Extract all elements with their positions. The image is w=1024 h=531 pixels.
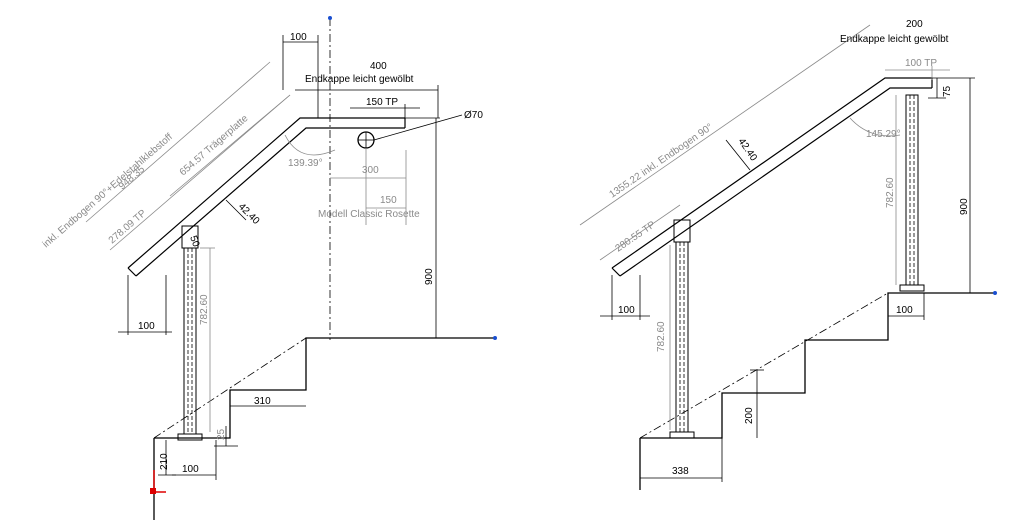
right-dim-100tp: 100 TP <box>905 58 937 69</box>
left-dim-210: 210 <box>159 453 170 470</box>
left-endcap-label: Endkappe leicht gewölbt <box>305 74 414 85</box>
right-dim-75: 75 <box>942 85 953 97</box>
left-plate-length: 654.57 Trägerplatte <box>178 113 251 178</box>
right-handrail <box>611 77 933 277</box>
left-dim-150tp: 150 TP <box>366 97 398 108</box>
right-dim-200-step: 200 <box>744 407 755 424</box>
left-drawing: 100 400 Endkappe leicht gewölbt 150 TP Ø… <box>41 16 497 520</box>
right-angle: 145.29° <box>866 129 901 140</box>
left-handrail <box>127 117 406 277</box>
right-drawing: 200 Endkappe leicht gewölbt 100 TP 75 13… <box>579 19 997 490</box>
right-dim-338: 338 <box>672 466 689 477</box>
left-dim-100-bottom: 100 <box>182 464 199 475</box>
right-endcap-label: Endkappe leicht gewölbt <box>840 34 949 45</box>
left-dim-400: 400 <box>370 61 387 72</box>
left-dim-310: 310 <box>254 396 271 407</box>
right-dim-100-floor: 100 <box>896 305 913 316</box>
right-tp-280: 280.55 TP <box>613 219 657 254</box>
right-dim-200: 200 <box>906 19 923 30</box>
left-tp-278: 278.09 TP <box>107 208 149 247</box>
left-origin-marker <box>150 470 166 494</box>
right-total-length: 1355.22 inkl. Endbogen 90° <box>607 122 715 201</box>
left-dim-100-top: 100 <box>290 32 307 43</box>
left-post <box>177 225 203 441</box>
left-dim-300: 300 <box>362 165 379 176</box>
left-dimension-lines <box>85 35 440 480</box>
right-dimension-lines <box>579 24 975 482</box>
left-centerline-point <box>328 16 332 20</box>
left-dim-diameter-70: Ø70 <box>464 110 483 121</box>
left-total-description: inkl. Endbogen 90°+Edelstahlklebstoff <box>41 132 175 251</box>
right-upper-post <box>899 94 925 292</box>
left-dim-900: 900 <box>424 268 435 285</box>
right-lower-post <box>669 219 695 439</box>
left-dim-25: 25 <box>216 428 227 440</box>
left-dim-782-60: 782.60 <box>199 294 210 325</box>
right-dim-782-60-right: 782.60 <box>885 177 896 208</box>
right-dim-900: 900 <box>959 198 970 215</box>
right-dim-100-left: 100 <box>618 305 635 316</box>
left-model-label: Modell Classic Rosette <box>318 209 420 220</box>
left-dim-150: 150 <box>380 195 397 206</box>
left-dim-50: 50 <box>187 234 201 249</box>
left-angle: 139.39° <box>288 158 323 169</box>
left-stairs <box>153 336 497 520</box>
right-dim-42-40: 42.40 <box>736 136 760 163</box>
right-stairs <box>639 291 997 490</box>
right-dim-782-60-left: 782.60 <box>656 321 667 352</box>
left-dim-100-left: 100 <box>138 321 155 332</box>
